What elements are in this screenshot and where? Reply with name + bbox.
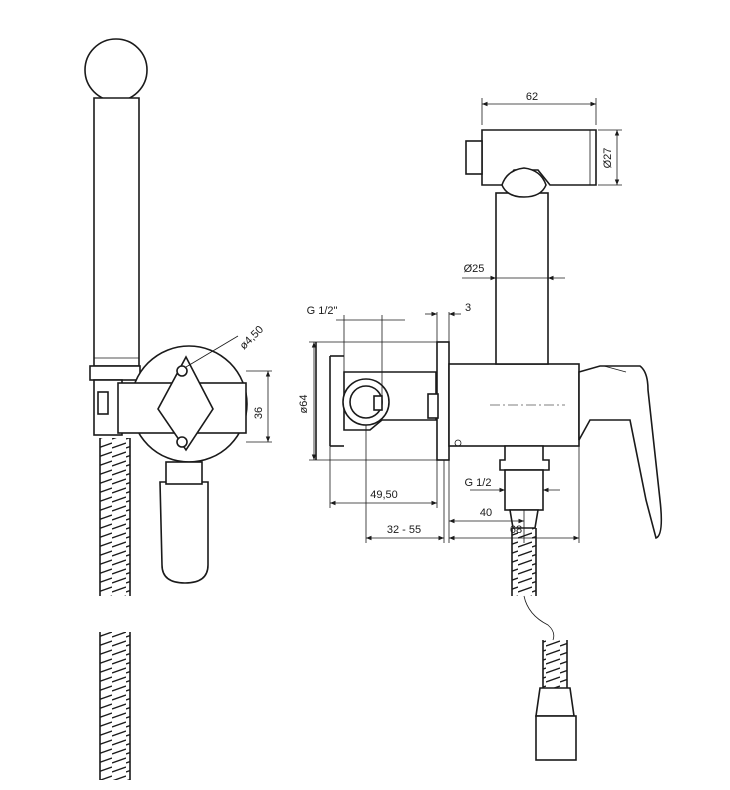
screw-hole-top [176,365,188,377]
dim-plate-diameter: ø64 [298,395,310,414]
lever-handle-front [159,481,209,584]
dim-handshower-diameter: Ø27 [602,148,614,169]
handshower-top [481,129,597,186]
front-view: 36 ø4,50 [84,38,272,780]
hose-lower [99,632,131,780]
dim-hole-diameter: ø4,50 [238,324,266,352]
dim-depth-49: 49,50 [370,489,398,501]
stem [495,192,549,365]
handshower-body [93,97,140,367]
dim-stem-diameter: Ø25 [464,263,485,275]
dim-plate-thickness: 3 [465,302,471,314]
dim-outlet-offset: 68 [510,524,522,536]
dim-outlet-thread: G 1/2 [465,477,492,489]
dim-inlet-thread: G 1/2" [307,305,338,317]
dim-outlet-depth: 40 [480,507,492,519]
hose-end-fitting [535,687,575,717]
hose-upper [99,438,131,596]
side-view: 62 Ø27 Ø25 G 1/2" 3 ø64 49,50 [298,91,663,761]
handshower-head [84,38,148,102]
lever-handle-side [578,365,663,540]
screw-hole-bottom [176,436,188,448]
dim-depth-range: 32 - 55 [387,524,421,536]
outlet-connector [499,445,550,471]
dim-bracket-height: 36 [253,407,265,419]
dim-handshower-length: 62 [526,91,538,103]
diamond-plate [157,355,214,452]
